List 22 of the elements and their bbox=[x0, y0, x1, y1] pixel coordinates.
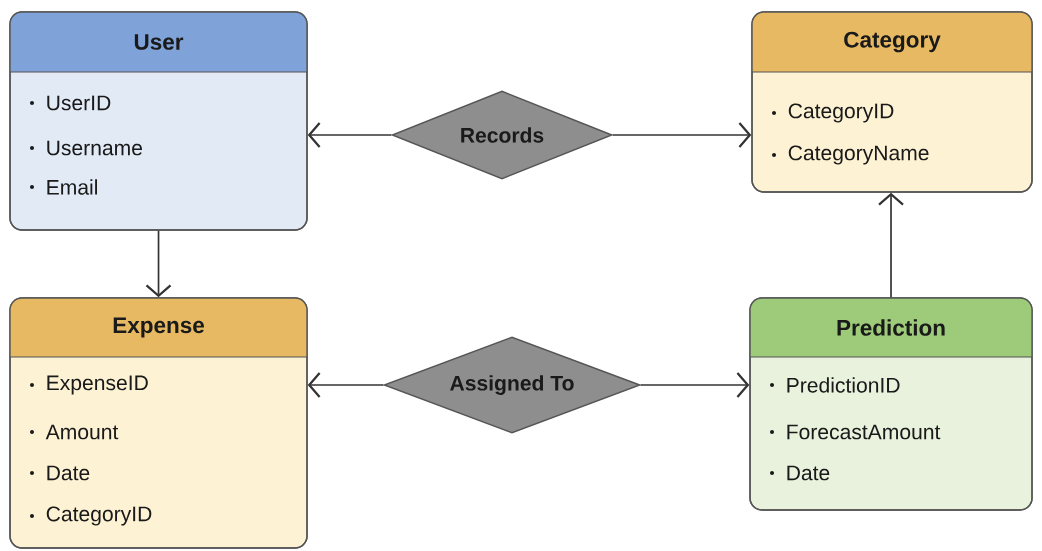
entity-title: Expense bbox=[113, 317, 204, 338]
arrow bbox=[307, 372, 385, 398]
entity-title: User bbox=[134, 34, 184, 50]
arrow bbox=[611, 122, 752, 148]
attribute-item: PredictionID bbox=[770, 377, 900, 393]
attribute-item: Date bbox=[770, 465, 830, 481]
attribute-item: Amount bbox=[30, 424, 119, 440]
attribute-item: ExpenseID bbox=[30, 375, 148, 395]
entity-title: Category bbox=[844, 31, 941, 53]
attribute-item: CategoryName bbox=[772, 145, 929, 165]
attribute-item: Username bbox=[30, 140, 142, 156]
attribute-item: UserID bbox=[30, 95, 111, 111]
arrow bbox=[145, 229, 172, 298]
attribute-item: CategoryID bbox=[772, 103, 894, 123]
attribute-item: CategoryID bbox=[30, 506, 152, 526]
arrow bbox=[878, 192, 904, 299]
entity-title: Prediction bbox=[837, 319, 945, 336]
attribute-item: Date bbox=[30, 465, 90, 481]
arrow bbox=[307, 122, 393, 148]
attribute-item: Email bbox=[30, 179, 97, 195]
arrow bbox=[639, 372, 750, 398]
attribute-item: ForecastAmount bbox=[770, 424, 941, 440]
